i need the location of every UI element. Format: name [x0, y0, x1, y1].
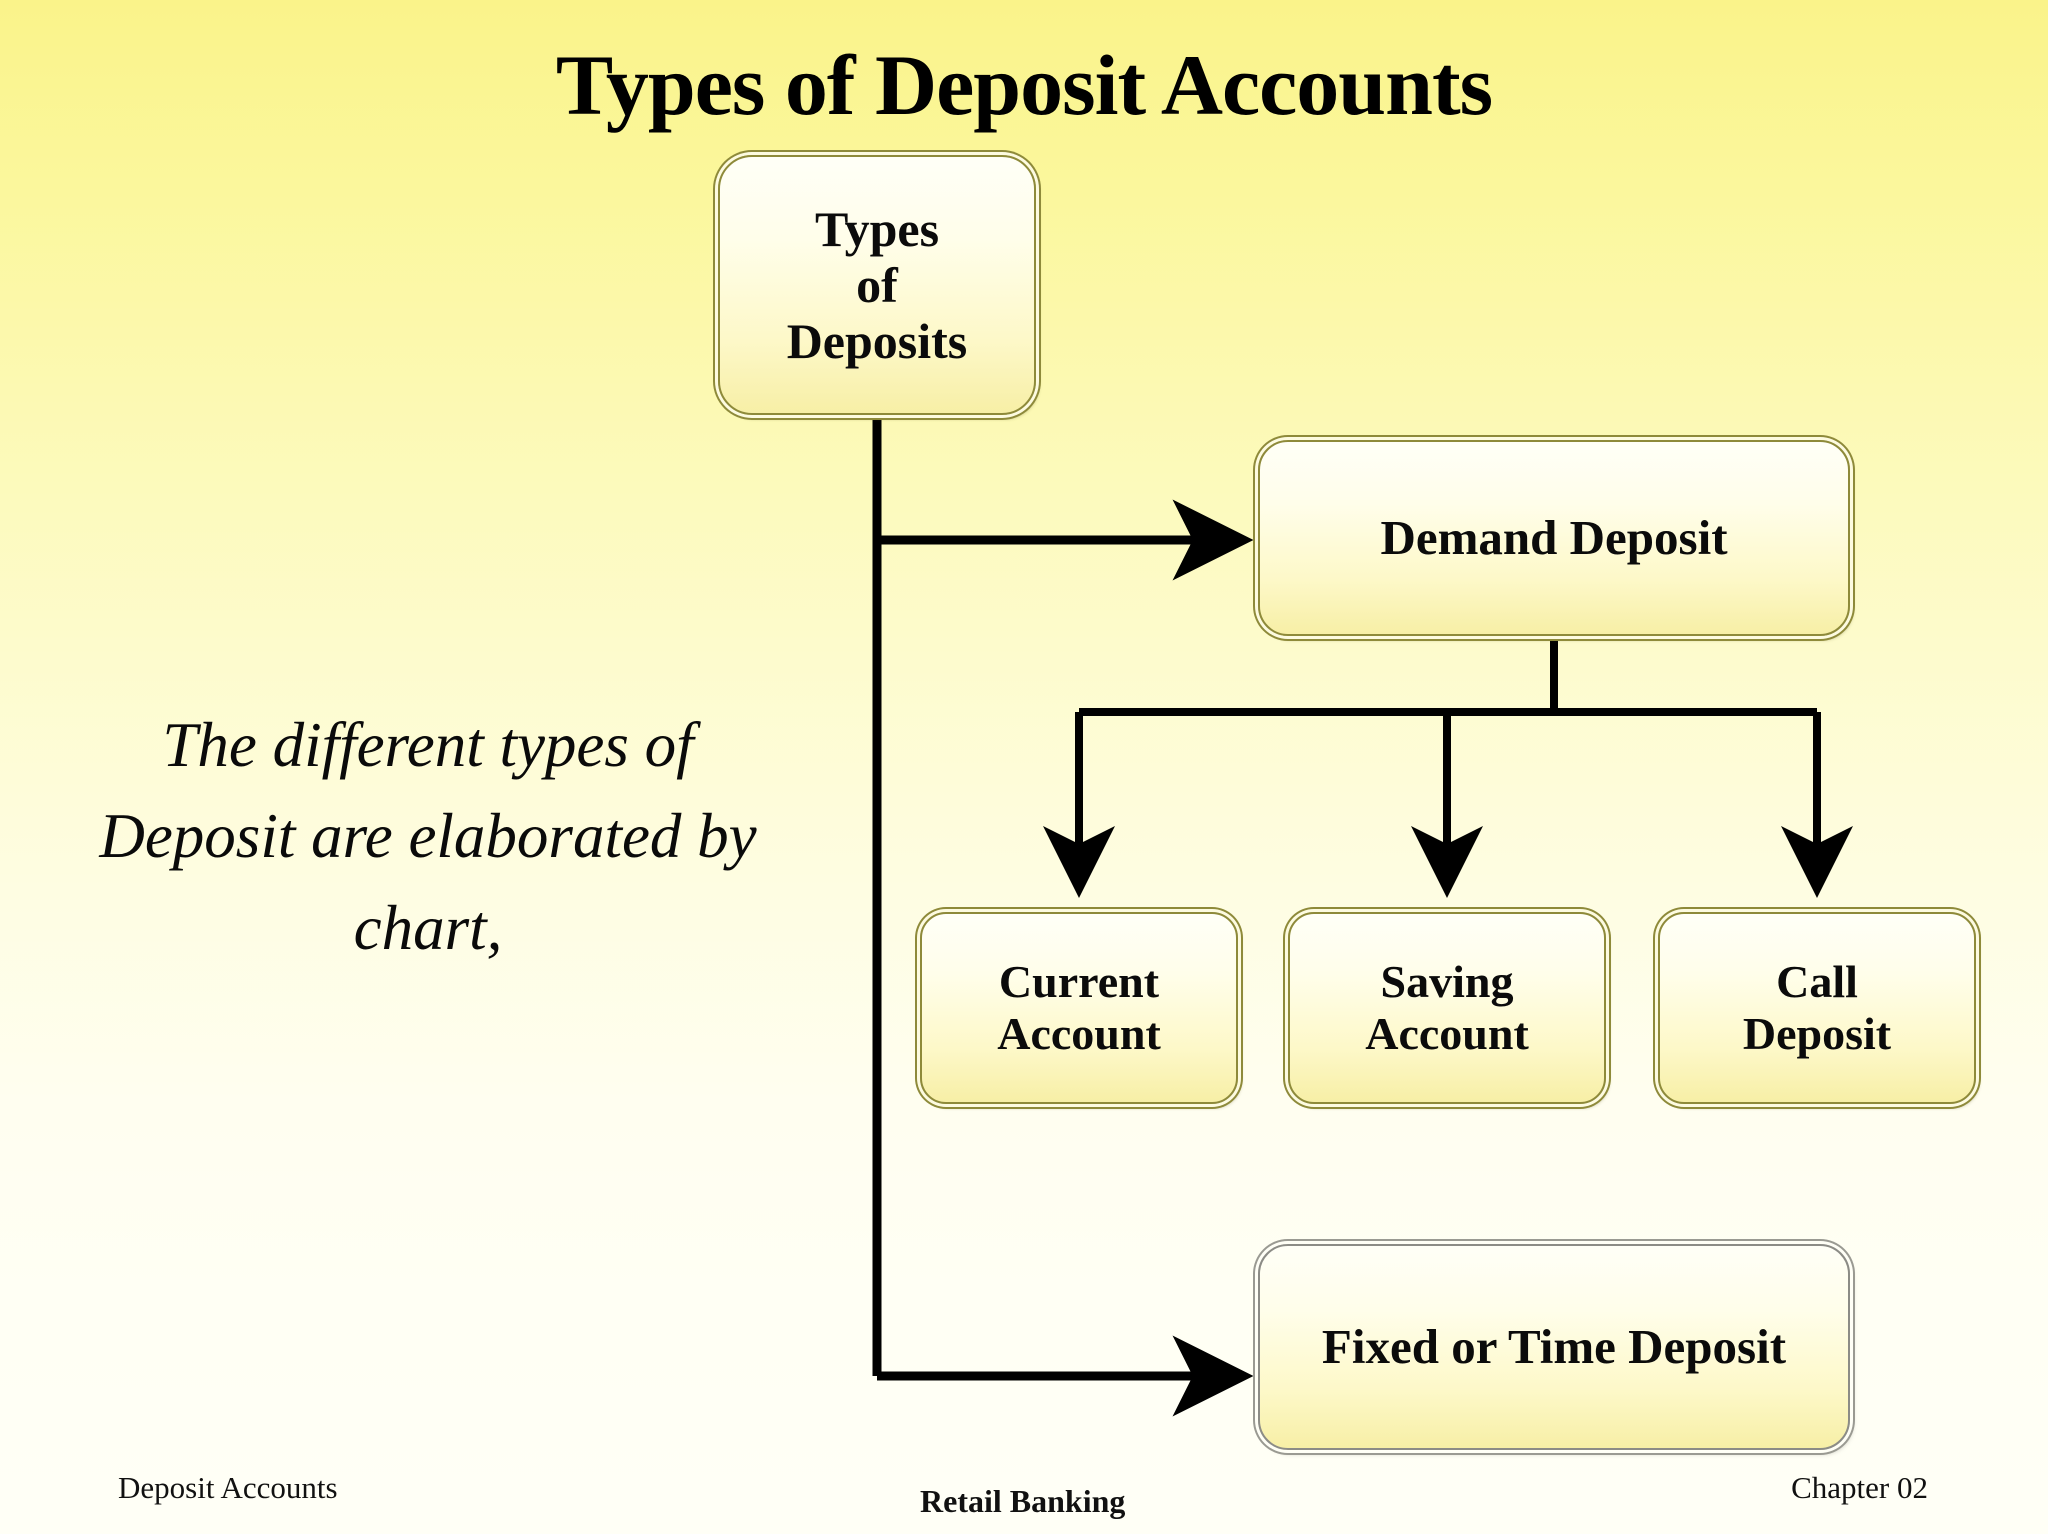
node-label-line: of	[856, 257, 898, 313]
node-fixed-or-time-deposit[interactable]: Fixed or Time Deposit	[1258, 1244, 1850, 1450]
node-label-line: Account	[1365, 1008, 1529, 1059]
node-demand-deposit-label: Demand Deposit	[1380, 509, 1728, 565]
node-demand-deposit[interactable]: Demand Deposit	[1258, 440, 1850, 636]
node-label-line: Saving	[1380, 956, 1514, 1008]
node-label-line: Current	[998, 956, 1160, 1008]
node-call-deposit[interactable]: Call Deposit	[1658, 912, 1976, 1104]
node-saving-account[interactable]: Saving Account	[1288, 912, 1606, 1104]
node-current-account[interactable]: Current Account	[920, 912, 1238, 1104]
page-title: Types of Deposit Accounts	[555, 37, 1493, 133]
side-note-text: The different types of Deposit are elabo…	[99, 710, 757, 963]
node-label-line: Deposit	[1742, 1008, 1892, 1059]
node-types-of-deposits[interactable]: Types of Deposits	[718, 155, 1036, 415]
footer-right-text: Chapter 02	[1791, 1470, 1928, 1505]
node-saving-account-label: Saving Account	[1365, 956, 1529, 1059]
node-label-line: Call	[1776, 956, 1858, 1008]
node-label-line: Types	[814, 201, 940, 257]
node-label-line: Deposits	[786, 313, 968, 369]
footer-left-text: Deposit Accounts	[118, 1470, 338, 1505]
node-current-account-label: Current Account	[997, 956, 1161, 1059]
node-fixed-or-time-deposit-label: Fixed or Time Deposit	[1321, 1318, 1787, 1374]
node-call-deposit-label: Call Deposit	[1743, 956, 1891, 1059]
node-types-of-deposits-label: Types of Deposits	[787, 201, 968, 369]
footer-center-text: Retail Banking	[920, 1483, 1126, 1519]
node-label-line: Account	[997, 1008, 1161, 1059]
